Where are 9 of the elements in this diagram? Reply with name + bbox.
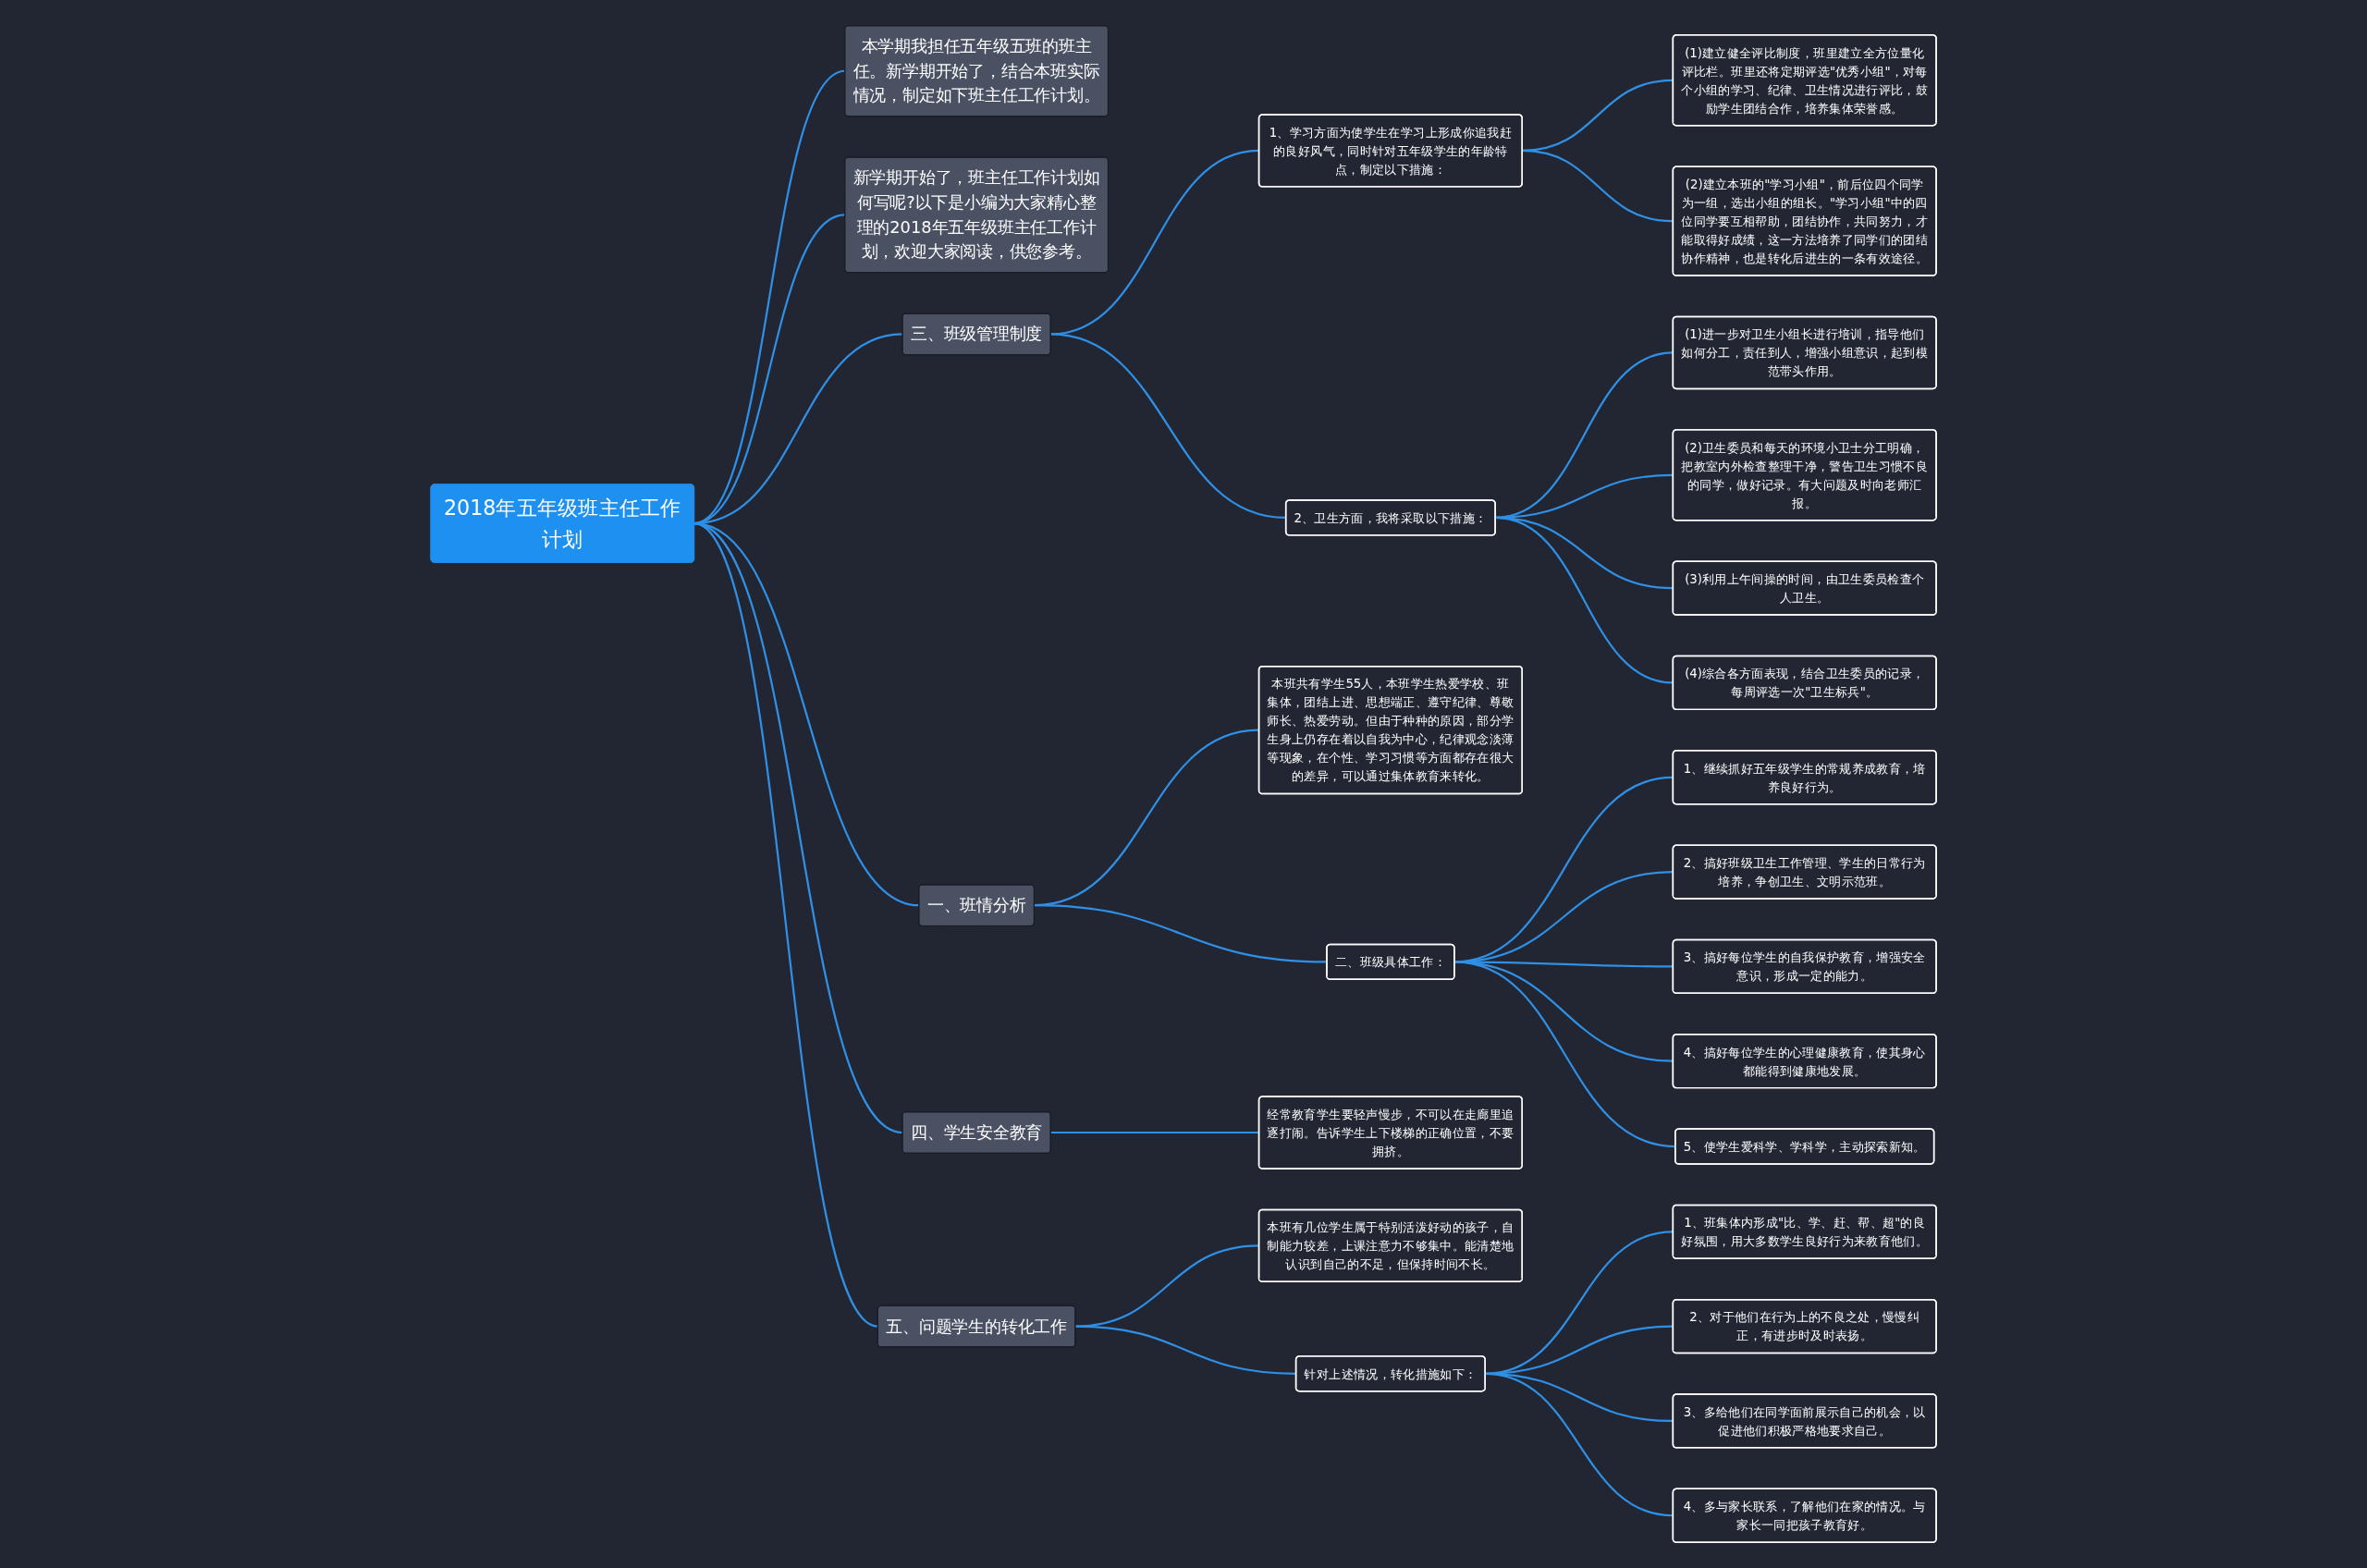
connector [1074,1325,1296,1375]
connector [1485,1372,1674,1517]
connector [1050,333,1286,520]
connector [693,522,878,1328]
connector [1074,1244,1259,1328]
connector [1034,904,1327,963]
connector [1522,149,1674,223]
connector [1050,1131,1259,1134]
connector [1453,961,1675,1148]
